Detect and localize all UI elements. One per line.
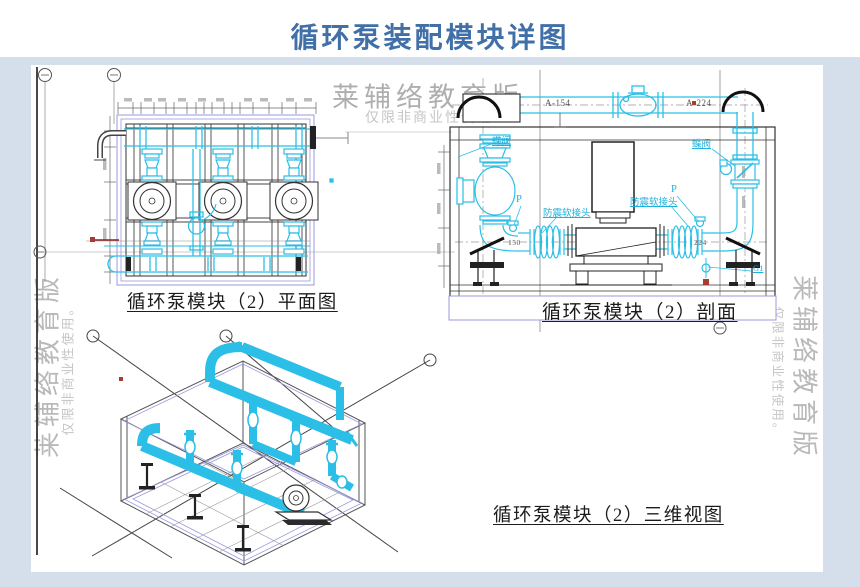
flex-joint-label-left: 防震软接头	[543, 209, 591, 219]
iso-pump	[139, 463, 334, 552]
plan-view-caption: 循环泵模块（2）平面图	[127, 293, 338, 313]
iso-piping	[137, 341, 359, 519]
pipe-label-discharge-size: 224	[694, 238, 707, 247]
plan-piping	[104, 126, 334, 273]
pipe-label-a154: A-154	[545, 98, 571, 108]
pipe-label-suction-size: 150	[508, 238, 521, 247]
section-leaders	[457, 142, 752, 272]
grid-reference-lines	[33, 67, 727, 555]
plan-valve-stacks	[141, 148, 305, 255]
butterfly-valve-label-left: 蝶阀	[492, 137, 512, 147]
section-view-drawing	[437, 78, 777, 321]
section-left-valve	[456, 134, 576, 259]
drain-label: G1	[753, 263, 764, 273]
section-view-caption: 循环泵模块（2）剖面	[542, 302, 738, 323]
pressure-gauge-label-right: P	[671, 184, 677, 195]
pressure-gauge-label-left: P	[516, 194, 522, 205]
plan-view-drawing	[86, 98, 349, 286]
section-pump-unit	[560, 141, 672, 286]
section-supports	[469, 236, 761, 286]
pipe-label-a224: A-224	[686, 98, 712, 108]
plan-pump-row	[127, 181, 319, 221]
page-header: 循环泵装配模块详图	[0, 0, 860, 57]
iso-view-caption: 循环泵模块（2）三维视图	[493, 506, 724, 526]
iso-valves	[184, 400, 348, 489]
page-title: 循环泵装配模块详图	[290, 22, 570, 53]
flex-joint-label-right: 防震软接头	[630, 198, 678, 208]
butterfly-valve-label-right: 蝶阀	[692, 140, 712, 150]
iso-view-drawing	[59, 329, 437, 566]
